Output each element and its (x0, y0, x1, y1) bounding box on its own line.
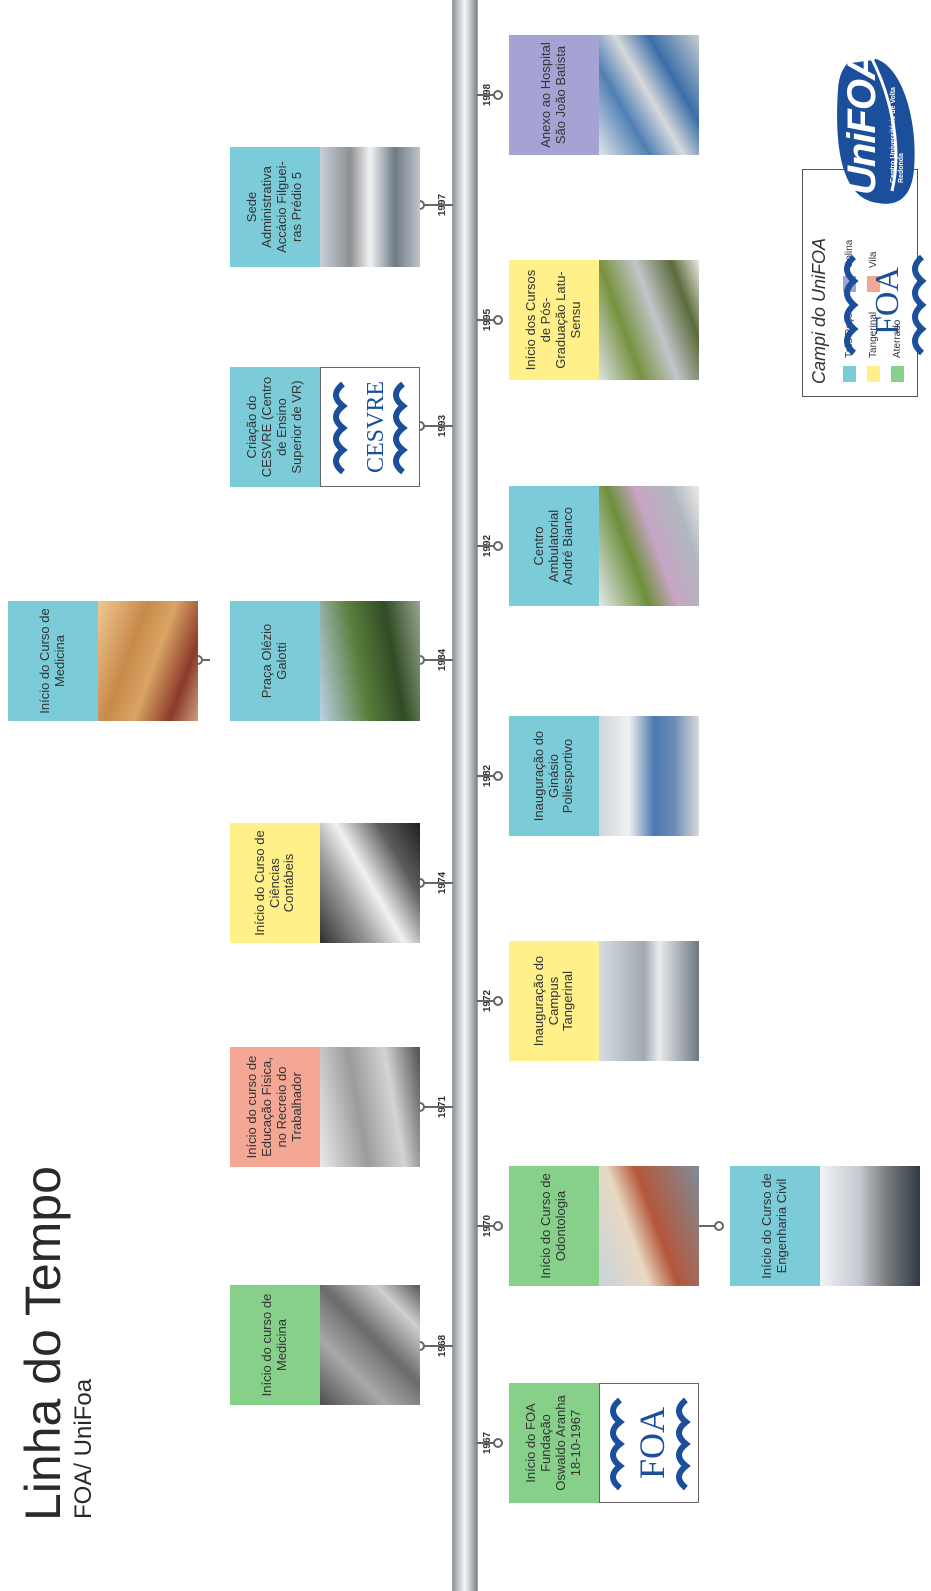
event-label: Inauguração do Ginásio Poliesportivo (509, 716, 599, 836)
event-photo (320, 1285, 420, 1405)
event-card: Início do FOA Fundação Oswaldo Aranha 18… (509, 1383, 699, 1503)
event-photo (599, 260, 699, 380)
event-card: Início do Curso de Medicina (8, 601, 198, 721)
axis-edge-bottom (477, 0, 478, 1591)
connector-ring (493, 771, 503, 781)
legend-swatch (867, 366, 880, 382)
page-subtitle: FOA/ UniFoa (70, 1378, 97, 1519)
page-title: Linha do Tempo (15, 1166, 71, 1521)
connector-ring (493, 1221, 503, 1231)
unifoa-logo-text: UniFOA (840, 52, 884, 195)
connector-ring (714, 1221, 724, 1231)
event-photo (599, 486, 699, 606)
connector-ring (493, 1438, 503, 1448)
event-photo (820, 1166, 920, 1286)
event-card: Início do curso de Educação Física, no R… (230, 1047, 420, 1167)
event-card: Início do curso de Medicina (230, 1285, 420, 1405)
cesvre-logo-graphic: CESVRE (333, 381, 408, 475)
event-card: Inauguração do Campus Tangerinal (509, 941, 699, 1061)
event-label: Início do Curso de Medicina (8, 601, 98, 721)
foa-logo-text: FOA (632, 1407, 672, 1479)
event-photo (599, 35, 699, 155)
legend-title: Campi do UniFOA (809, 237, 829, 384)
event-card: Anexo ao Hospital São João Batista (509, 35, 699, 155)
event-photo (320, 147, 420, 267)
connector-ring (493, 541, 503, 551)
connector-ring (493, 996, 503, 1006)
title-block: Linha do Tempo FOA/ UniFoa (15, 1166, 98, 1521)
event-card: Início do Curso de Odontologia (509, 1166, 699, 1286)
event-photo (599, 1166, 699, 1286)
event-label: Início do Curso de Engenharia Civil (730, 1166, 820, 1286)
foa-logo-graphic: FOA (610, 1397, 691, 1491)
event-label: Criação do CESVRE (Centro de Ensino Supe… (230, 367, 320, 487)
event-photo (98, 601, 198, 721)
event-label: Início do curso de Educação Física, no R… (230, 1047, 320, 1167)
cesvre-logo: CESVRE (320, 367, 420, 487)
unifoa-logo: UniFOA Centro Universitário de Volta Red… (832, 49, 924, 209)
foa-brand-text: FOA (869, 267, 906, 335)
event-card: Início do Curso de Ciências Contábeis (230, 823, 420, 943)
legend-swatch (891, 366, 904, 382)
event-label: Início do Curso de Ciências Contábeis (230, 823, 320, 943)
event-label: Sede Administrativa Accácio Filguei- ras… (230, 147, 320, 267)
legend-swatch (843, 366, 856, 382)
event-card: Criação do CESVRE (Centro de Ensino Supe… (230, 367, 420, 487)
event-photo (599, 941, 699, 1061)
event-label: Início dos Cursos de Pós-Graduação Latu-… (509, 260, 599, 380)
event-photo (320, 823, 420, 943)
foa-brand-logo: FOA (838, 239, 928, 359)
event-photo (320, 1047, 420, 1167)
event-card: Inauguração do Ginásio Poliesportivo (509, 716, 699, 836)
event-label: Início do Curso de Odontologia (509, 1166, 599, 1286)
event-card: Início dos Cursos de Pós-Graduação Latu-… (509, 260, 699, 380)
event-photo (320, 601, 420, 721)
cesvre-logo-text: CESVRE (363, 381, 389, 473)
foa-brand-graphic: FOA (844, 254, 927, 356)
event-label: Início do curso de Medicina (230, 1285, 320, 1405)
event-label: Início do FOA Fundação Oswaldo Aranha 18… (509, 1383, 599, 1503)
event-card: Centro Ambulatorial André Bianco (509, 486, 699, 606)
event-photo (599, 716, 699, 836)
timeline-axis (453, 0, 477, 1591)
event-label: Inauguração do Campus Tangerinal (509, 941, 599, 1061)
event-card: Início do Curso de Engenharia Civil (730, 1166, 920, 1286)
connector-ring (493, 90, 503, 100)
event-card: Sede Administrativa Accácio Filguei- ras… (230, 147, 420, 267)
unifoa-logo-subtitle: Centro Universitário de Volta Redonda (890, 87, 905, 183)
event-label: Anexo ao Hospital São João Batista (509, 35, 599, 155)
event-label: Centro Ambulatorial André Bianco (509, 486, 599, 606)
unifoa-logo-shape (837, 56, 915, 204)
connector-ring (493, 315, 503, 325)
event-label: Praça Olézio Galotti (230, 601, 320, 721)
foa-logo: FOA (599, 1383, 699, 1503)
event-card: Praça Olézio Galotti (230, 601, 420, 721)
